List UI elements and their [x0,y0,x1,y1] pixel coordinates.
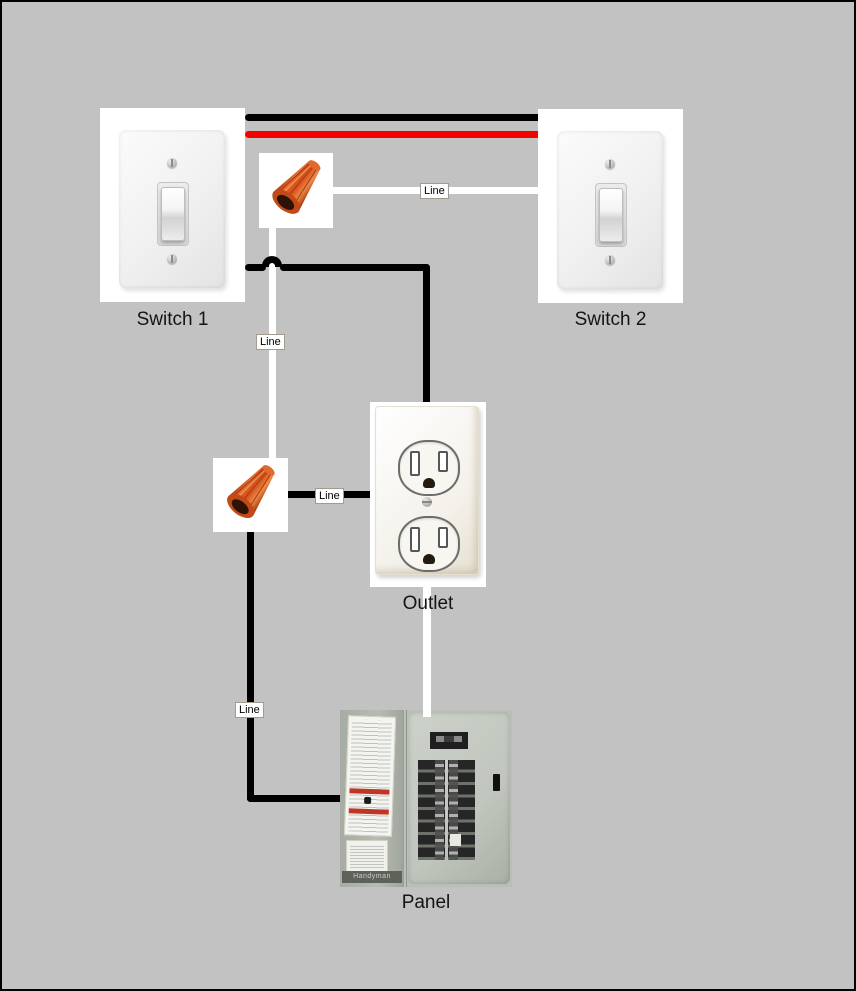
switch1-label: Switch 1 [136,309,209,330]
wire-black-horizontal-to-corner [280,264,430,271]
wire-nut-icon [227,465,275,518]
sticker-symbol [364,796,372,805]
outlet-wallplate [375,406,479,575]
screw-icon [605,255,615,265]
screw-icon [167,254,177,264]
switch2-label: Switch 2 [574,309,647,330]
ground-hole [423,478,435,488]
screw-icon [605,159,615,169]
screw-icon [167,158,177,168]
outlet-image [370,402,486,587]
switch1-wallplate [119,130,225,288]
wire-black-down-to-outlet [423,264,430,406]
line-label-switch2-feed: Line [420,183,449,199]
panel-door: Handyman [340,710,404,887]
screw-icon [422,497,432,507]
main-breaker [430,732,468,749]
panel-hinge [403,710,407,887]
wire-black-switch1-to-switch2 [245,114,541,121]
panel-latch [493,774,500,791]
line-label-panel-run: Line [235,702,264,718]
wire-black-hop-over-white [262,256,282,267]
toggle-handle [161,187,185,241]
breaker-column-left [418,760,445,860]
wire-white-panel-stub [423,710,431,717]
switch1-image [100,108,245,302]
wire-red-switch1-to-switch2 [245,131,541,138]
wire-nut-icon [272,160,321,214]
neutral-slot [410,451,420,476]
breaker-white [450,834,461,846]
panel-face [408,712,510,884]
toggle-switch-icon [157,182,189,246]
hot-slot [438,527,448,548]
outlet-socket-bottom [398,516,460,572]
wire-black-switch1-out-segment [245,264,266,271]
hot-slot [438,451,448,472]
line-label-neutral-run: Line [256,334,285,350]
outlet-socket-top [398,440,460,496]
panel-sticker-small [346,840,388,874]
wire-white-outlet-to-panel [423,582,431,716]
outlet-label: Outlet [402,593,454,614]
toggle-handle [599,188,623,242]
panel-sticker [343,715,397,837]
neutral-slot [410,527,420,552]
wire-nut-2-image [213,458,288,532]
wire-nut-1-image [259,153,333,228]
wire-black-nut2-down [247,528,254,802]
line-label-outlet-feed: Line [315,488,344,504]
wire-black-to-panel [247,795,346,802]
panel-image: Handyman [340,710,512,887]
switch2-image [538,109,683,303]
ground-hole [423,554,435,564]
sticker-fine-print [348,719,392,833]
switch2-wallplate [557,131,663,289]
panel-brand-label: Handyman [342,871,402,883]
panel-label: Panel [401,892,451,913]
toggle-switch-icon [595,183,627,247]
